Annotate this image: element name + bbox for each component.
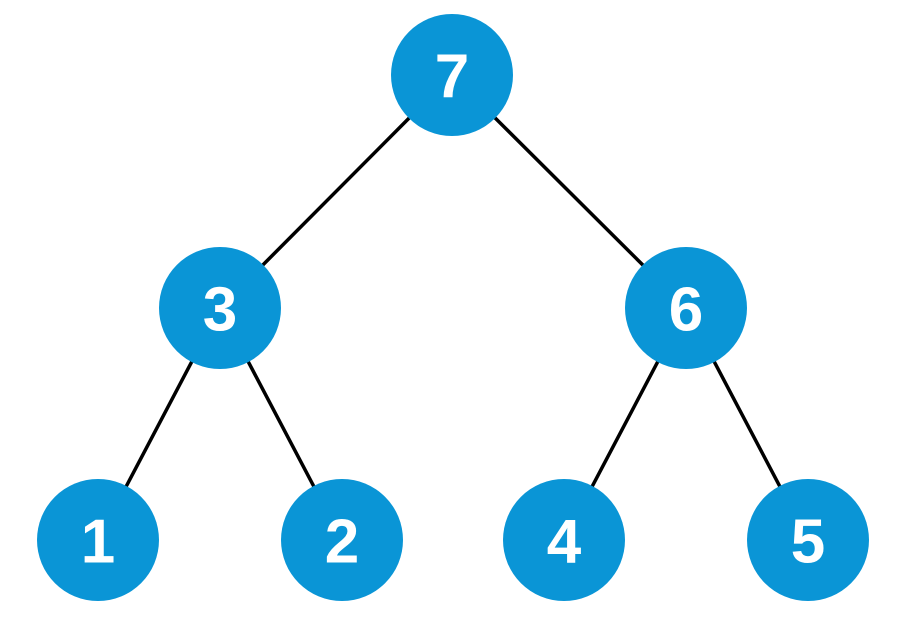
tree-node-label: 4: [547, 508, 582, 577]
tree-node-label: 2: [325, 508, 359, 577]
tree-node-label: 1: [81, 508, 115, 577]
tree-node-circle: [37, 479, 159, 601]
tree-node-2: 2: [281, 479, 403, 601]
tree-node-label: 6: [669, 276, 703, 345]
tree-edge-n7-n3: [258, 113, 414, 270]
tree-edge-n3-n2: [244, 356, 318, 492]
tree-node-7: 7: [391, 14, 513, 136]
tree-node-circle: [159, 247, 281, 369]
tree-edge-n6-n5: [710, 356, 784, 492]
tree-node-circle: [391, 14, 513, 136]
tree-edge-n6-n4: [588, 356, 662, 492]
tree-edge-n7-n6: [490, 113, 648, 270]
tree-edge-n3-n1: [122, 356, 196, 492]
tree-node-label: 7: [435, 43, 469, 112]
tree-node-label: 3: [203, 276, 237, 345]
tree-nodes: 7 3 6 1 2 4 5: [37, 14, 869, 601]
tree-node-label: 5: [791, 508, 825, 577]
tree-node-3: 3: [159, 247, 281, 369]
tree-node-1: 1: [37, 479, 159, 601]
tree-node-circle: [747, 479, 869, 601]
tree-node-circle: [503, 479, 625, 601]
tree-node-circle: [625, 247, 747, 369]
tree-node-5: 5: [747, 479, 869, 601]
tree-node-6: 6: [625, 247, 747, 369]
tree-edges: [122, 113, 784, 492]
tree-node-4: 4: [503, 479, 625, 601]
tree-node-circle: [281, 479, 403, 601]
